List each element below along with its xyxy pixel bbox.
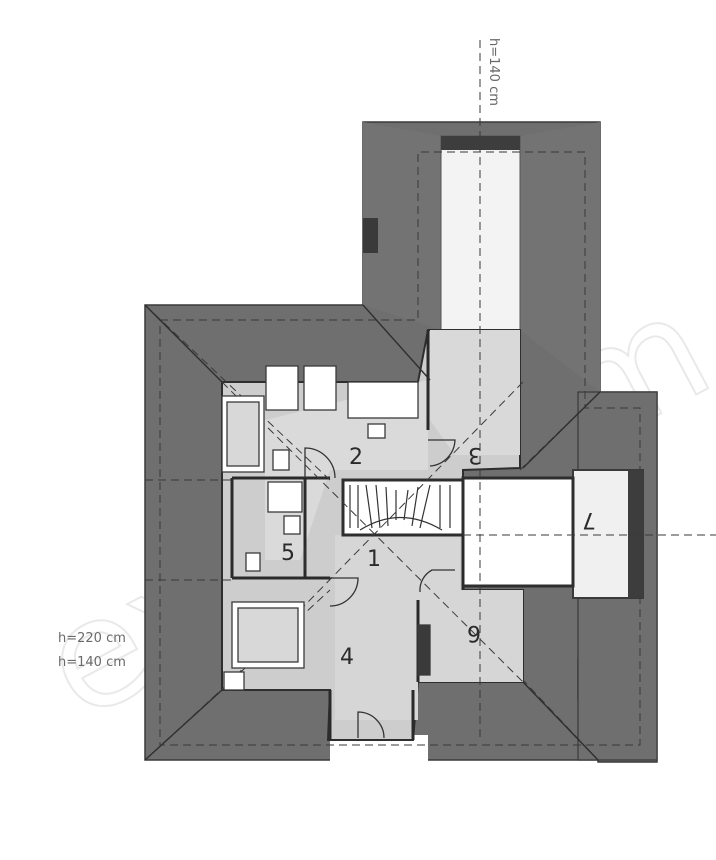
room-label-2: 2 bbox=[349, 445, 363, 470]
doors bbox=[304, 439, 456, 739]
shower bbox=[267, 481, 303, 513]
room-label-7: 7 bbox=[582, 507, 596, 532]
walls bbox=[230, 330, 465, 740]
bed-2 bbox=[303, 365, 337, 411]
room-label-4: 4 bbox=[340, 645, 354, 670]
chair bbox=[367, 423, 386, 439]
stairs bbox=[349, 484, 451, 531]
height-label-220: h=220 cm bbox=[58, 631, 126, 646]
room-label-5: 5 bbox=[281, 541, 295, 566]
height-label-top: h=140 cm bbox=[486, 38, 501, 106]
room-labels: 1 2 3 4 5 6 7 bbox=[281, 442, 596, 670]
room-label-6: 6 bbox=[467, 620, 481, 645]
bed-1 bbox=[265, 365, 299, 411]
toilet bbox=[245, 552, 261, 572]
height-label-140: h=140 cm bbox=[58, 655, 126, 670]
fixtures bbox=[221, 365, 431, 691]
desk bbox=[347, 381, 419, 419]
sink bbox=[283, 515, 301, 535]
room-label-1: 1 bbox=[367, 547, 381, 572]
roof-hips bbox=[144, 304, 601, 761]
room-label-3: 3 bbox=[468, 442, 482, 467]
